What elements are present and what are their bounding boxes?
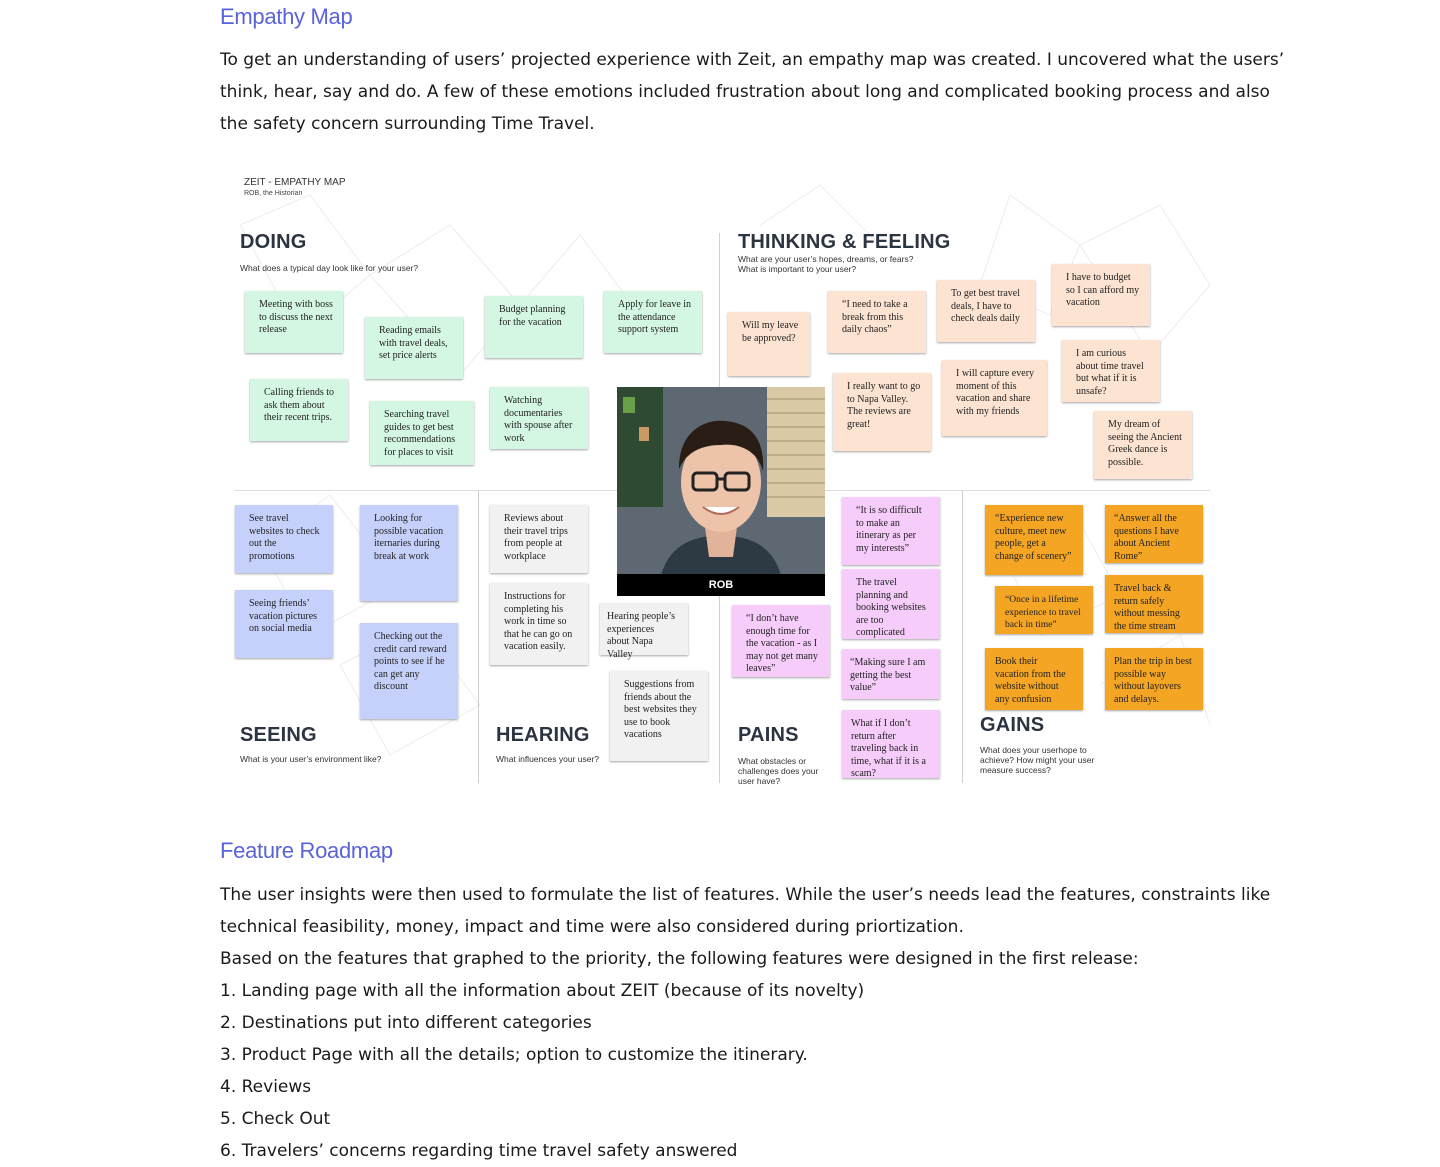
sticky-note: “Once in a lifetime experience to travel… — [995, 586, 1093, 634]
sticky-note: “I don’t have enough time for the vacati… — [732, 605, 830, 677]
sticky-note: What if I don’t return after traveling b… — [842, 710, 940, 779]
sticky-note: Calling friends to ask them about their … — [250, 379, 348, 441]
sticky-note: My dream of seeing the Ancient Greek dan… — [1094, 411, 1192, 479]
intro-line: think, hear, say and do. A few of these … — [220, 82, 1270, 102]
sticky-note: Reviews about their travel trips from pe… — [490, 505, 588, 573]
pains-question: What obstacles or challenges does your u… — [738, 756, 819, 785]
thinking-heading: THINKING & FEELING — [738, 231, 951, 253]
roadmap-line: The user insights were then used to form… — [220, 885, 1271, 905]
lower-divider-left — [478, 490, 479, 783]
sticky-note: I have to budget so I can afford my vaca… — [1052, 264, 1150, 326]
sticky-note: Apply for leave in the attendance suppor… — [604, 291, 702, 353]
sticky-note: I am curious about time travel but what … — [1062, 340, 1160, 402]
sticky-note: Travel back & return safely without mess… — [1105, 575, 1203, 633]
thinking-question: What are your user’s hopes, dreams, or f… — [738, 254, 914, 274]
board-title: ZEIT - EMPATHY MAP — [244, 177, 346, 188]
empathy-map-heading: Empathy Map — [220, 4, 353, 29]
feature-roadmap-heading: Feature Roadmap — [220, 838, 393, 863]
roadmap-line: technical feasibility, money, impact and… — [220, 917, 964, 937]
lower-divider-right — [962, 490, 963, 783]
sticky-note: “Experience new culture, meet new people… — [985, 505, 1083, 575]
sticky-note: “It is so difficult to make an itinerary… — [842, 497, 940, 565]
persona-name: ROB — [617, 574, 825, 596]
pains-heading: PAINS — [738, 724, 799, 746]
sticky-note: Will my leave be approved? — [728, 312, 810, 376]
intro-line: To get an understanding of users’ projec… — [220, 50, 1285, 70]
sticky-note: Watching documentaries with spouse after… — [490, 387, 588, 449]
sticky-note: Book their vacation from the website wit… — [985, 648, 1083, 710]
sticky-note: Instructions for completing his work in … — [490, 583, 588, 665]
sticky-note: Looking for possible vacation iternaries… — [360, 505, 458, 601]
doing-heading: DOING — [240, 231, 307, 253]
sticky-note: I will capture every moment of this vaca… — [942, 360, 1047, 436]
sticky-note: To get best travel deals, I have to chec… — [937, 280, 1035, 342]
feature-list-item: 3. Product Page with all the details; op… — [220, 1045, 808, 1065]
sticky-note: See travel websites to check out the pro… — [235, 505, 333, 573]
hearing-question: What influences your user? — [496, 754, 599, 764]
sticky-note: Hearing people’s experiences about Napa … — [600, 603, 688, 660]
feature-list-item: 6. Travelers’ concerns regarding time tr… — [220, 1141, 738, 1161]
feature-list-item: 4. Reviews — [220, 1077, 312, 1097]
sticky-note: The travel planning and booking websites… — [842, 569, 940, 639]
sticky-note: I really want to go to Napa Valley. The … — [833, 373, 931, 451]
sticky-note: Suggestions from friends about the best … — [610, 671, 708, 761]
intro-line: the safety concern surrounding Time Trav… — [220, 114, 595, 134]
sticky-note: Reading emails with travel deals, set pr… — [365, 317, 463, 379]
sticky-note: “Answer all the questions I have about A… — [1105, 505, 1203, 563]
persona-portrait-image — [617, 387, 825, 596]
sticky-note: Budget planning for the vacation — [485, 296, 583, 358]
sticky-note: Plan the trip in best possible way witho… — [1105, 648, 1203, 710]
empathy-intro: To get an understanding of users’ projec… — [220, 44, 1285, 140]
roadmap-line: Based on the features that graphed to th… — [220, 949, 1139, 969]
persona-photo: ROB — [617, 387, 825, 596]
feature-list-item: 5. Check Out — [220, 1109, 331, 1129]
gains-question: What does your userhope to achieve? How … — [980, 745, 1095, 775]
feature-list-item: 2. Destinations put into different categ… — [220, 1013, 592, 1033]
sticky-note: “Making sure I am getting the best value… — [842, 649, 940, 699]
roadmap-text: The user insights were then used to form… — [220, 879, 1271, 1167]
sticky-note: Searching travel guides to get best reco… — [370, 401, 474, 465]
seeing-question: What is your user’s environment like? — [240, 754, 382, 764]
doing-question: What does a typical day look like for yo… — [240, 263, 419, 273]
gains-heading: GAINS — [980, 714, 1045, 736]
sticky-note: Seeing friends’ vacation pictures on soc… — [235, 590, 333, 658]
seeing-heading: SEEING — [240, 724, 317, 746]
empathy-map-image: ZEIT - EMPATHY MAP ROB, the Historian DO… — [220, 165, 1220, 785]
feature-list-item: 1. Landing page with all the information… — [220, 981, 865, 1001]
hearing-heading: HEARING — [496, 724, 590, 746]
sticky-note: Meeting with boss to discuss the next re… — [245, 291, 343, 353]
sticky-note: “I need to take a break from this daily … — [828, 291, 926, 353]
sticky-note: Checking out the credit card reward poin… — [360, 623, 458, 719]
board-subtitle: ROB, the Historian — [244, 190, 303, 197]
